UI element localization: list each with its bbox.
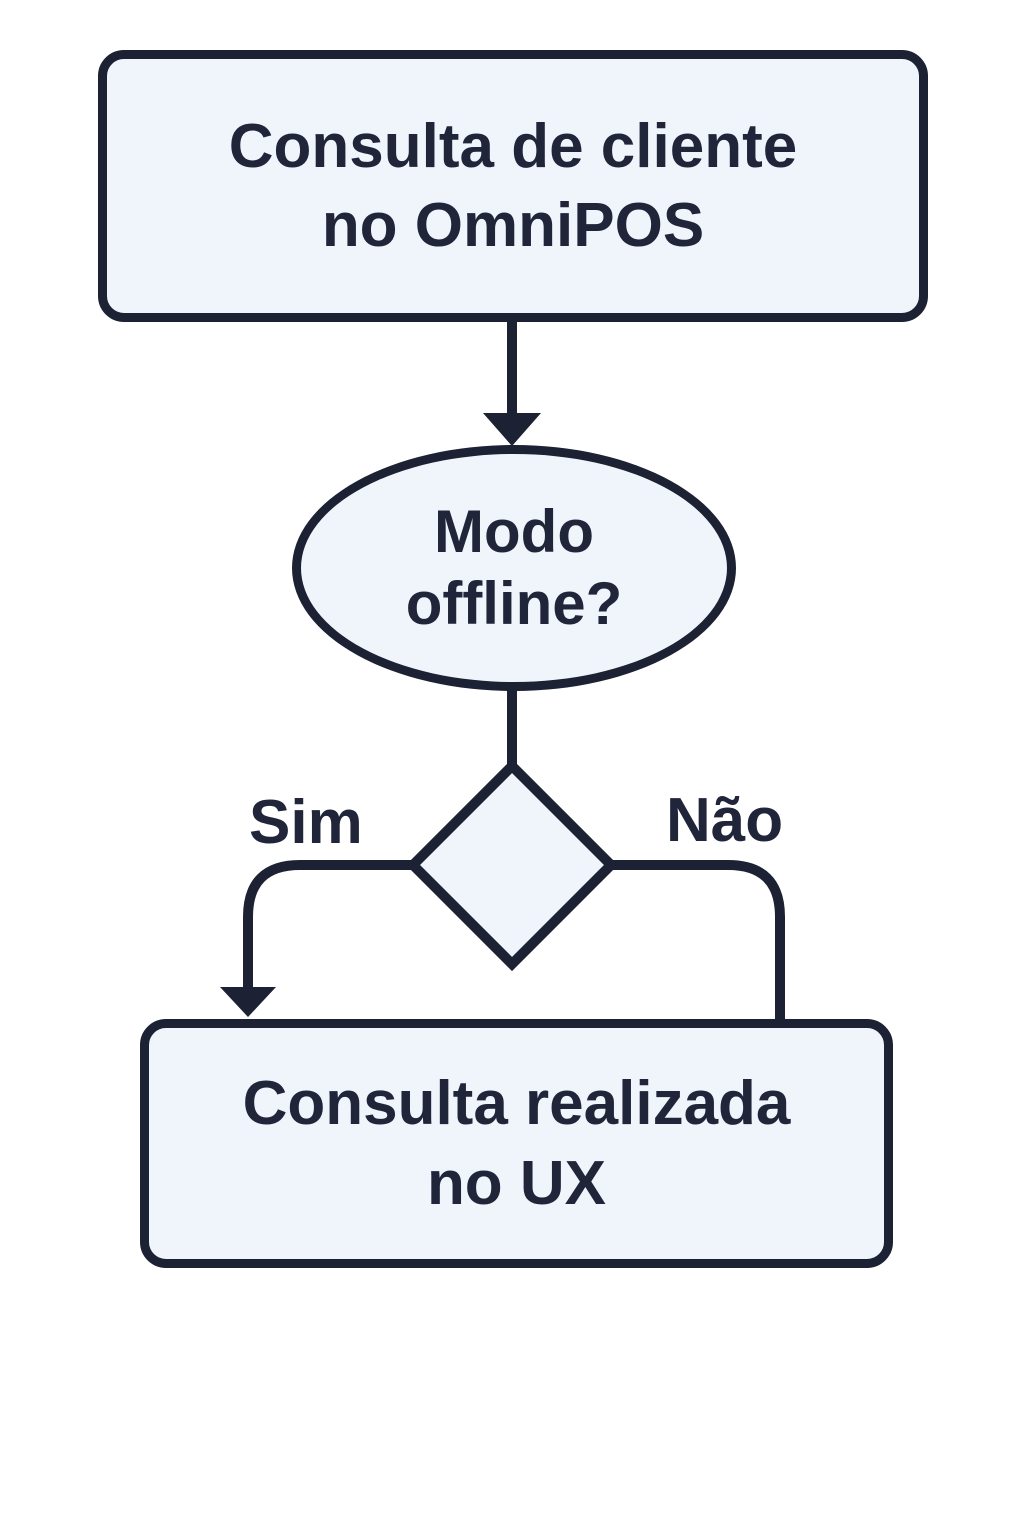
decision-diamond: [405, 758, 619, 972]
arrow-start-to-decision: [483, 320, 541, 446]
arrowhead-down-icon: [483, 413, 541, 446]
connector-no: [611, 860, 785, 1020]
decision-ellipse: Modo offline?: [292, 445, 736, 691]
arrowhead-down-icon: [220, 987, 276, 1017]
edge-label-nao: Não: [666, 786, 784, 855]
end-node: Consulta realizada no UX: [140, 1019, 893, 1268]
start-node: Consulta de cliente no OmniPOS: [98, 50, 928, 322]
connector-yes: [220, 860, 413, 1017]
edge-label-sim: Sim: [249, 788, 363, 857]
